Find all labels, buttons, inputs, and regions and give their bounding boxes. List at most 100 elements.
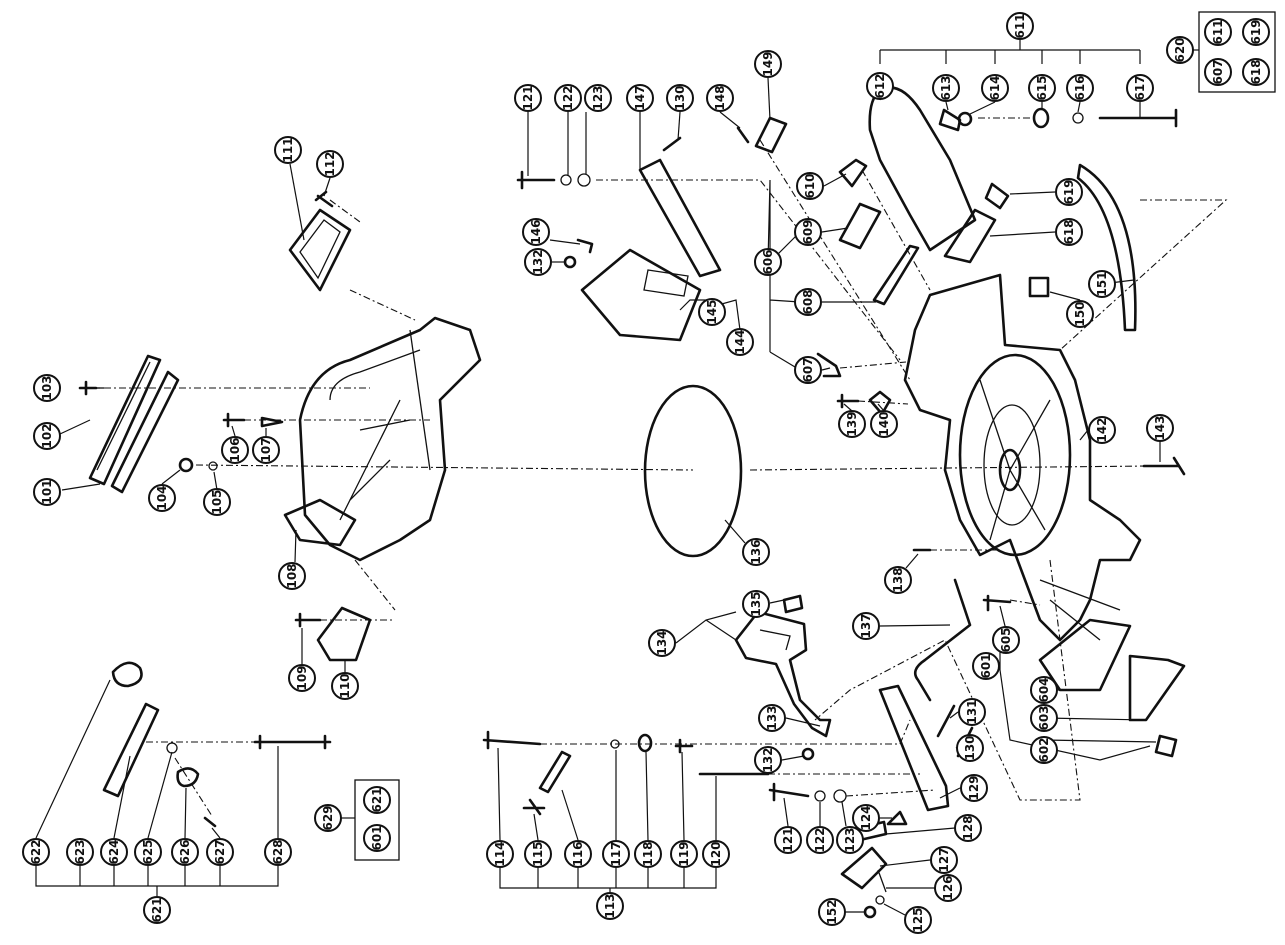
part-104-nut xyxy=(178,457,194,473)
callout-136: 136 xyxy=(742,538,770,566)
svg-text:613: 613 xyxy=(939,75,953,100)
callout-105: 105 xyxy=(203,488,231,516)
part-147-arm xyxy=(638,158,722,278)
callout-117: 117 xyxy=(602,840,630,868)
svg-text:142: 142 xyxy=(1095,417,1109,442)
callout-130-upper: 130 xyxy=(666,84,694,112)
part-615-washer xyxy=(1032,107,1050,129)
callout-132-upper: 132 xyxy=(524,248,552,276)
callout-115: 115 xyxy=(524,840,552,868)
part-617-bolt xyxy=(1098,108,1178,128)
callout-131: 131 xyxy=(958,698,986,726)
part-614-nut xyxy=(957,111,973,127)
box629-item-621: 621 xyxy=(363,786,391,814)
svg-text:626: 626 xyxy=(178,839,192,864)
callout-605: 605 xyxy=(992,626,1020,654)
part-125-washer xyxy=(875,895,885,905)
part-616-washer xyxy=(1072,112,1084,124)
callout-127: 127 xyxy=(930,846,958,874)
svg-text:116: 116 xyxy=(571,841,585,866)
svg-text:115: 115 xyxy=(531,841,545,866)
svg-text:125: 125 xyxy=(911,907,925,932)
callout-628: 628 xyxy=(264,838,292,866)
svg-text:128: 128 xyxy=(961,815,975,840)
part-146-spring xyxy=(576,238,594,254)
svg-text:151: 151 xyxy=(1095,271,1109,296)
part-604-bracket xyxy=(1038,618,1132,692)
callout-113: 113 xyxy=(596,892,624,920)
callout-608: 608 xyxy=(794,288,822,316)
part-145-label xyxy=(643,269,689,297)
svg-text:619: 619 xyxy=(1249,19,1263,44)
svg-text:133: 133 xyxy=(765,705,779,730)
part-152-nut xyxy=(863,905,877,919)
svg-text:139: 139 xyxy=(845,411,859,436)
svg-text:140: 140 xyxy=(877,411,891,436)
callout-119: 119 xyxy=(670,840,698,868)
svg-text:107: 107 xyxy=(259,437,273,462)
callout-103: 103 xyxy=(33,374,61,402)
box620-item-619: 619 xyxy=(1242,18,1270,46)
callout-106: 106 xyxy=(221,436,249,464)
svg-text:104: 104 xyxy=(155,485,169,510)
svg-text:137: 137 xyxy=(859,613,873,638)
callout-108: 108 xyxy=(278,562,306,590)
svg-text:131: 131 xyxy=(965,699,979,724)
svg-text:619: 619 xyxy=(1062,179,1076,204)
callout-147: 147 xyxy=(626,84,654,112)
callout-138: 138 xyxy=(884,566,912,594)
callout-602: 602 xyxy=(1030,736,1058,764)
part-144-guard xyxy=(580,248,702,342)
callout-627: 627 xyxy=(206,838,234,866)
svg-text:605: 605 xyxy=(999,627,1013,652)
part-134-handle xyxy=(734,610,832,738)
part-111-cover xyxy=(288,208,352,292)
callout-109: 109 xyxy=(288,664,316,692)
svg-text:614: 614 xyxy=(988,75,1002,100)
callout-616: 616 xyxy=(1066,74,1094,102)
svg-text:120: 120 xyxy=(709,841,723,866)
part-603-rail xyxy=(1128,654,1186,722)
svg-text:620: 620 xyxy=(1173,37,1187,62)
callout-132-lower: 132 xyxy=(754,746,782,774)
svg-text:121: 121 xyxy=(781,827,795,852)
svg-text:123: 123 xyxy=(843,827,857,852)
svg-text:629: 629 xyxy=(321,805,335,830)
part-106-bolt xyxy=(222,412,246,428)
part-105-washer xyxy=(208,461,218,471)
svg-text:114: 114 xyxy=(493,841,507,866)
callout-148: 148 xyxy=(706,84,734,112)
callout-135: 135 xyxy=(742,590,770,618)
svg-text:617: 617 xyxy=(1133,75,1147,100)
part-618-bracket xyxy=(943,208,997,264)
part-drawings xyxy=(68,86,1186,919)
svg-text:118: 118 xyxy=(641,841,655,866)
part-139-bolt xyxy=(836,393,860,409)
callout-623: 623 xyxy=(66,838,94,866)
svg-text:611: 611 xyxy=(1013,13,1027,38)
part-122-washer-lower xyxy=(814,790,826,802)
callout-122-upper: 122 xyxy=(554,84,582,112)
callout-621: 621 xyxy=(143,896,171,924)
part-621-handle-assembly xyxy=(68,661,332,864)
callout-121-upper: 121 xyxy=(514,84,542,112)
svg-text:136: 136 xyxy=(749,539,763,564)
svg-text:122: 122 xyxy=(561,85,575,110)
part-129-plate xyxy=(878,684,950,812)
svg-text:625: 625 xyxy=(141,839,155,864)
callout-122-lower: 122 xyxy=(806,826,834,854)
part-132-nut-upper xyxy=(563,255,577,269)
part-121-bolt-lower xyxy=(768,782,810,802)
callout-619: 619 xyxy=(1055,178,1083,206)
svg-text:603: 603 xyxy=(1037,705,1051,730)
svg-text:610: 610 xyxy=(803,173,817,198)
part-130-screw-upper xyxy=(662,136,682,152)
svg-text:121: 121 xyxy=(521,85,535,110)
part-127-lever xyxy=(840,846,888,890)
callout-123-upper: 123 xyxy=(584,84,612,112)
callout-601: 601 xyxy=(972,652,1000,680)
svg-text:604: 604 xyxy=(1037,677,1051,702)
part-122-washer-upper xyxy=(560,174,572,186)
part-150-label xyxy=(1028,276,1050,298)
part-saw-arm-housing xyxy=(903,273,1142,642)
